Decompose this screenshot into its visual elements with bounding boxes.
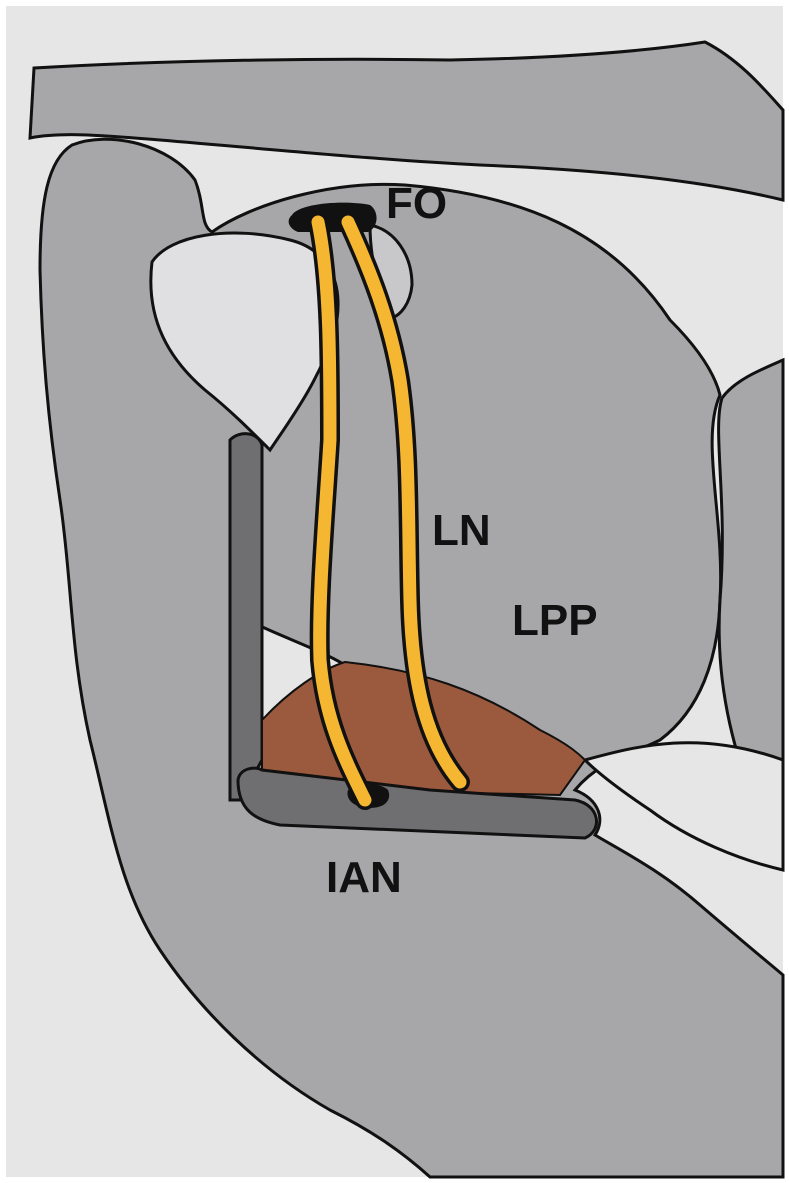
vertical-plate-shape xyxy=(230,434,262,800)
label-lpp: LPP xyxy=(512,596,598,645)
label-ln: LN xyxy=(432,506,491,555)
label-ian: IAN xyxy=(326,853,402,902)
label-fo: FO xyxy=(386,179,447,228)
